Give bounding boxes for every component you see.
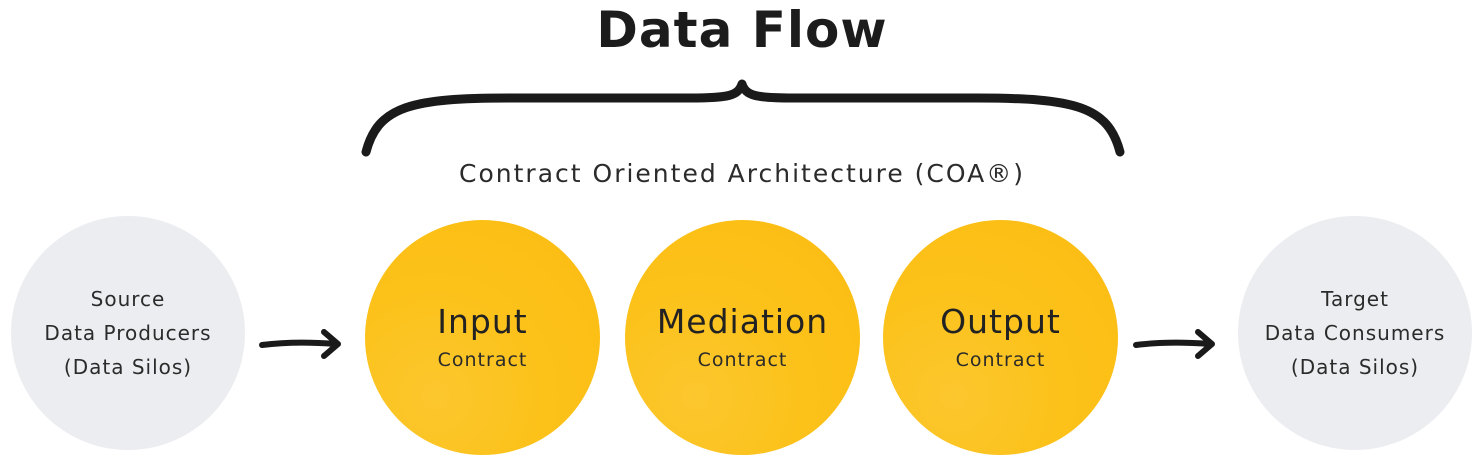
curly-brace-icon	[361, 79, 1125, 157]
target-silos-label: (Data Silos)	[1290, 355, 1420, 379]
source-producers-label: Data Producers	[44, 321, 212, 345]
output-contract-title: Output	[940, 301, 1061, 341]
output-contract-node: Output Contract	[883, 220, 1118, 455]
target-node: Target Data Consumers (Data Silos)	[1238, 216, 1472, 450]
source-silos-label: (Data Silos)	[63, 355, 193, 379]
right-arrow-icon	[1133, 329, 1215, 359]
mediation-contract-sub: Contract	[697, 348, 788, 371]
source-label: Source	[90, 287, 166, 311]
input-contract-title: Input	[437, 301, 528, 341]
mediation-contract-node: Mediation Contract	[625, 220, 860, 455]
page-title: Data Flow	[596, 1, 888, 59]
architecture-label: Contract Oriented Architecture (COA®)	[459, 159, 1025, 188]
right-arrow-icon	[259, 329, 341, 359]
input-contract-node: Input Contract	[365, 220, 600, 455]
source-node: Source Data Producers (Data Silos)	[11, 216, 245, 450]
mediation-contract-title: Mediation	[656, 301, 829, 341]
target-consumers-label: Data Consumers	[1264, 321, 1446, 345]
output-contract-sub: Contract	[955, 348, 1046, 371]
target-label: Target	[1321, 287, 1389, 311]
input-contract-sub: Contract	[437, 348, 528, 371]
